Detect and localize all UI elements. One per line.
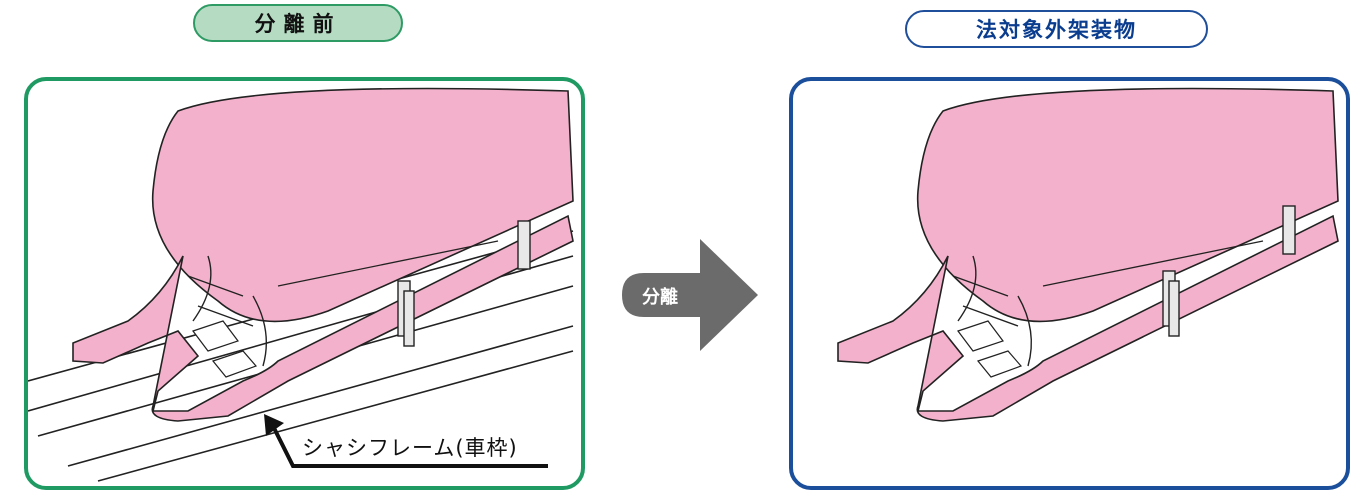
callout-arrowhead (264, 414, 284, 436)
detached-tank-illustration (837, 87, 1339, 422)
bracket-right (1282, 205, 1296, 255)
separation-arrow-label: 分離 (642, 287, 678, 308)
callout-line (271, 425, 548, 468)
before-title: 分離前 (254, 12, 342, 36)
after-title-pill: 法対象外架装物 (905, 10, 1208, 48)
tank-body (916, 87, 1339, 323)
tank-on-chassis-illustration (28, 87, 574, 482)
before-title-pill: 分離前 (193, 4, 403, 42)
tank-body (151, 87, 574, 323)
after-title: 法対象外架装物 (976, 18, 1137, 42)
subframe (72, 214, 574, 422)
before-panel (24, 77, 585, 490)
after-panel (789, 77, 1350, 490)
chassis-frame-label: シャシフレーム(車枠) (302, 436, 518, 460)
bracket-right (517, 220, 531, 270)
subframe (837, 214, 1339, 422)
separation-arrow (622, 239, 760, 351)
